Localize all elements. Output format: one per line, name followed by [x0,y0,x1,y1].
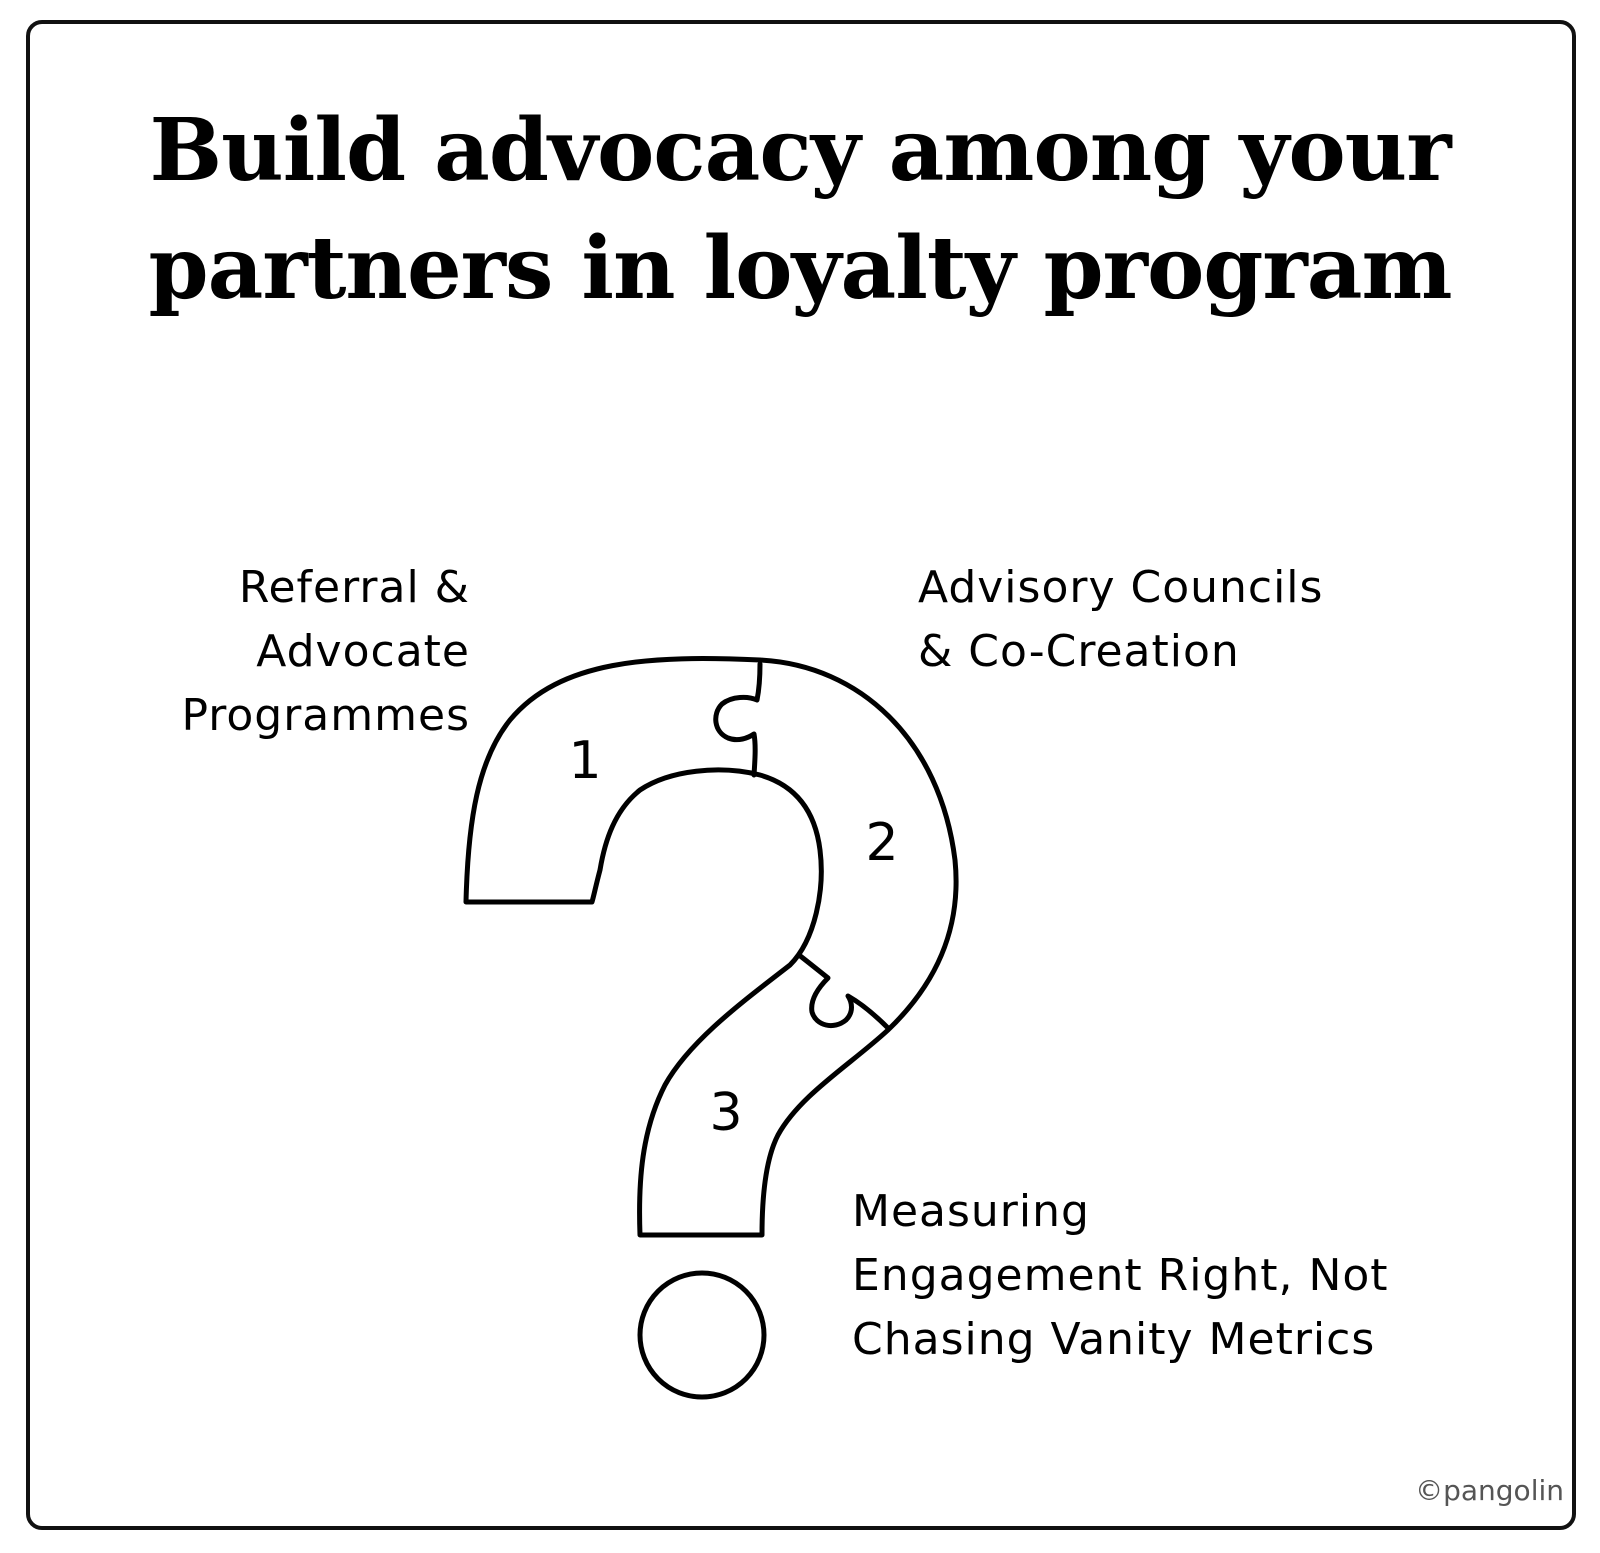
segment-number-2: 2 [865,813,898,873]
segment-label-measuring: Measuring Engagement Right, Not Chasing … [852,1180,1532,1372]
page-title: Build advocacy among your partners in lo… [0,92,1600,328]
label-line: Engagement Right, Not [852,1250,1389,1301]
label-line: Referral & [238,562,470,613]
label-line: Advocate [256,626,470,677]
puzzle-seam-1-2 [713,661,763,778]
question-mark-outline [463,656,959,1238]
title-line: partners in loyalty program [148,218,1453,319]
segment-label-advisory: Advisory Councils & Co-Creation [918,556,1438,684]
card-frame [26,20,1576,1530]
label-line: Advisory Councils [918,562,1324,613]
copyright-text: ©pangolin [1415,1474,1564,1507]
segment-number-3: 3 [709,1083,742,1143]
title-line: Build advocacy among your [149,100,1451,201]
label-line: Chasing Vanity Metrics [852,1314,1376,1365]
segment-label-referral: Referral & Advocate Programmes [100,556,470,748]
puzzle-seam-2-3 [796,952,891,1031]
question-mark-dot [637,1270,767,1400]
label-line: Programmes [181,690,470,741]
label-line: & Co-Creation [918,626,1240,677]
segment-number-1: 1 [568,731,601,791]
label-line: Measuring [852,1186,1090,1237]
